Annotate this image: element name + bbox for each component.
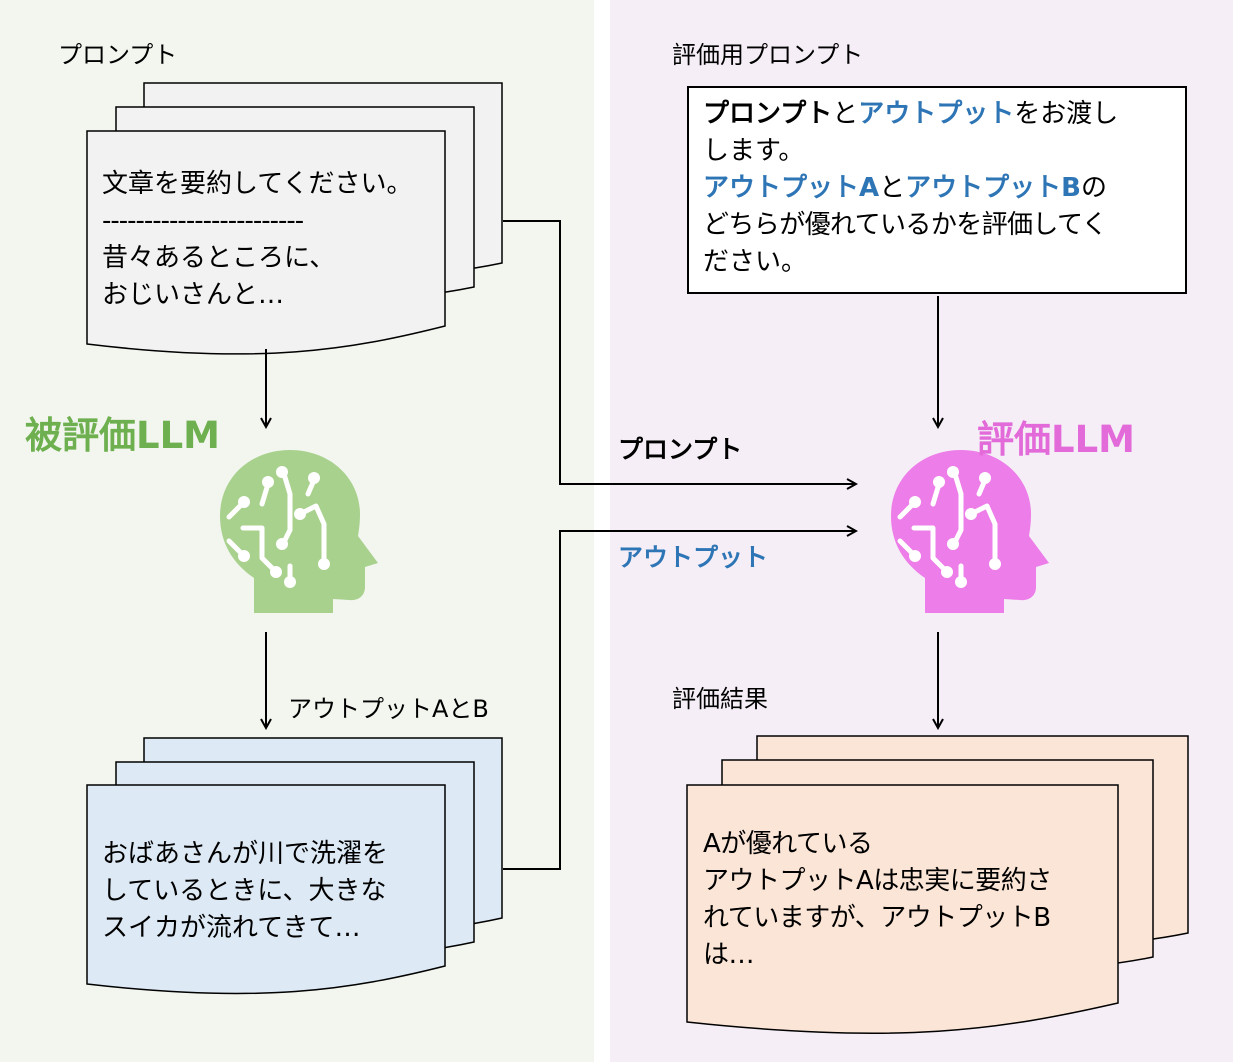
result-doc-line: アウトプットAは忠実に要約さ — [703, 866, 1052, 896]
prompt-doc-line: 文章を要約してください。 — [102, 169, 413, 199]
output-doc-line: スイカが流れてきて… — [102, 913, 361, 943]
eval-prompt-text: アウトプット — [858, 99, 1015, 129]
eval-prompt-label: 評価用プロンプト — [672, 41, 864, 69]
eval-prompt-text: アウトプットB — [905, 173, 1081, 203]
eval-prompt-box: プロンプトとアウトプットをお渡し します。 アウトプットAとアウトプットBの ど… — [687, 86, 1187, 294]
eval-prompt-text: と — [879, 173, 906, 203]
output-document-stack — [86, 737, 503, 995]
connector-prompt-to-evaluator — [503, 220, 856, 484]
result-label: 評価結果 — [672, 685, 768, 713]
eval-prompt-text: どちらが優れているかを評価してく — [703, 210, 1108, 240]
eval-prompt-text: をお渡し — [1014, 99, 1119, 129]
eval-prompt-text: アウトプットA — [703, 173, 880, 203]
output-document-text: おばあさんが川で洗濯を しているときに、大きな スイカが流れてきて… — [102, 836, 388, 947]
prompt-document-stack — [86, 82, 503, 355]
prompt-doc-line: おじいさんと… — [102, 280, 285, 310]
prompt-doc-line: 昔々あるところに、 — [102, 243, 336, 273]
eval-prompt-text: します。 — [703, 136, 805, 166]
outputs-label: アウトプットAとB — [288, 695, 489, 723]
prompt-document-text: 文章を要約してください。 ------------------------ 昔々… — [102, 166, 412, 314]
eval-prompt-text: の — [1080, 173, 1107, 203]
result-doc-line: は… — [703, 940, 755, 970]
evaluated-llm-brain-icon — [220, 450, 378, 613]
evaluated-llm-title: 被評価LLM — [25, 414, 220, 457]
result-document-text: Aが優れている アウトプットAは忠実に要約さ れていますが、アウトプットB は… — [703, 826, 1052, 974]
output-doc-line: しているときに、大きな — [102, 876, 387, 906]
result-document-stack — [686, 735, 1189, 1035]
eval-prompt-text: ださい。 — [703, 247, 808, 277]
connector-output-label: アウトプット — [618, 543, 769, 572]
eval-prompt-text: と — [832, 99, 859, 129]
connector-prompt-label: プロンプト — [618, 435, 743, 464]
evaluator-llm-title: 評価LLM — [977, 418, 1135, 461]
output-doc-line: おばあさんが川で洗濯を — [102, 839, 389, 869]
connector-output-to-evaluator — [503, 531, 856, 870]
result-doc-line: れていますが、アウトプットB — [703, 903, 1051, 933]
prompt-doc-divider: ------------------------ — [102, 206, 304, 236]
prompt-label: プロンプト — [58, 41, 178, 69]
result-doc-line: Aが優れている — [703, 829, 873, 859]
eval-prompt-text: プロンプト — [703, 99, 833, 129]
evaluator-llm-brain-icon — [891, 450, 1049, 613]
